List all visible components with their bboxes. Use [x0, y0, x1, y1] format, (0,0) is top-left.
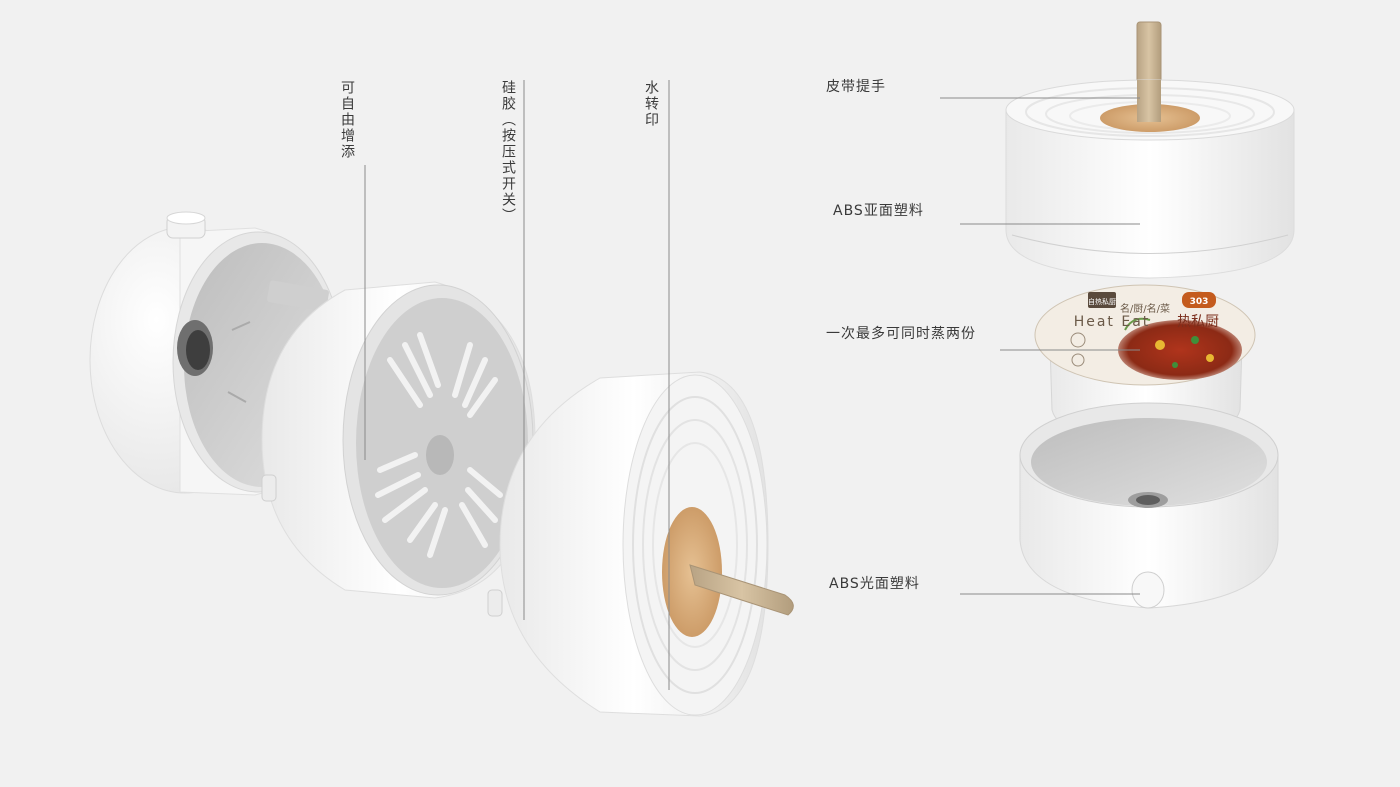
label-freely-addable: 可自由增添	[339, 80, 355, 160]
callout-lines	[364, 80, 1140, 690]
push-switch-knob	[166, 211, 206, 239]
top-lid	[1005, 21, 1295, 279]
label-abs-matte: ABS亚面塑料	[833, 203, 924, 219]
lid-part	[487, 371, 794, 717]
label-abs-gloss: ABS光面塑料	[829, 576, 920, 592]
lid-tagline-text: 名/厨/名/菜	[1120, 302, 1170, 315]
label-water-transfer: 水转印	[643, 80, 659, 128]
lid-title-cn: 热私厨	[1177, 314, 1219, 330]
label-leather-handle: 皮带提手	[826, 79, 886, 95]
label-silicone-switch: 硅胶（按压式开关）	[500, 80, 516, 224]
lid-brand-text: 自热私厨	[1088, 297, 1116, 306]
lid-badge-text: 303	[1190, 297, 1209, 307]
steamer-rack-part	[261, 281, 536, 599]
bottom-base	[1019, 402, 1279, 609]
label-two-servings: 一次最多可同时蒸两份	[826, 326, 976, 342]
lid-title-en: Heat Eat	[1074, 314, 1151, 330]
